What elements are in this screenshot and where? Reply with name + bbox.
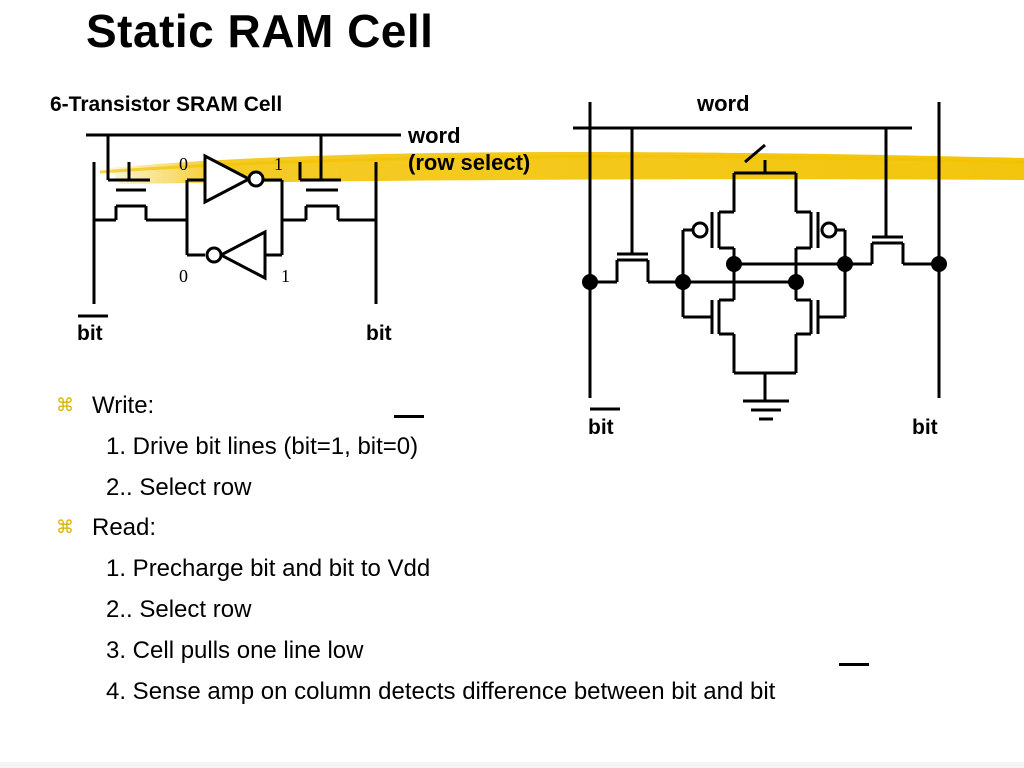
bullet-marker-write: ⌘	[56, 395, 74, 416]
right-bit-bar-label: bit	[588, 416, 614, 439]
right-word-label: word	[696, 91, 750, 116]
right-bit-label: bit	[912, 416, 938, 439]
write-bit-bar-overline	[394, 415, 424, 418]
node-top-left: 0	[179, 154, 188, 174]
left-word-label: word	[407, 123, 461, 148]
read-step-4: 4. Sense amp on column detects differenc…	[106, 678, 776, 705]
left-diagram-caption: 6-Transistor SRAM Cell	[50, 93, 282, 116]
read-heading: Read:	[92, 514, 157, 541]
node-top-right: 1	[274, 154, 283, 174]
highlight-stroke-edge	[99, 155, 1024, 174]
read-step-3: 3. Cell pulls one line low	[106, 637, 364, 664]
inverter-bottom	[205, 229, 267, 281]
junction-dots	[582, 256, 947, 290]
bullet-marker-read: ⌘	[56, 517, 74, 538]
inverter-top	[203, 153, 265, 205]
write-step-2: 2.. Select row	[106, 474, 252, 501]
slide-footer-band	[0, 762, 1024, 768]
node-bottom-left: 0	[179, 266, 188, 286]
read-step-1: 1. Precharge bit and bit to Vdd	[106, 555, 431, 582]
row-select-label: (row select)	[408, 150, 530, 175]
read-bit-bar-overline	[839, 663, 869, 666]
write-heading: Write:	[92, 392, 155, 419]
left-bit-label: bit	[366, 322, 392, 345]
left-bit-bar-label: bit	[77, 322, 103, 345]
node-bottom-right: 1	[281, 266, 290, 286]
write-step-1: 1. Drive bit lines (bit=1, bit=0)	[106, 433, 419, 460]
slide-title: Static RAM Cell	[86, 5, 434, 57]
read-step-2: 2.. Select row	[106, 596, 252, 623]
left-cell	[86, 133, 401, 304]
